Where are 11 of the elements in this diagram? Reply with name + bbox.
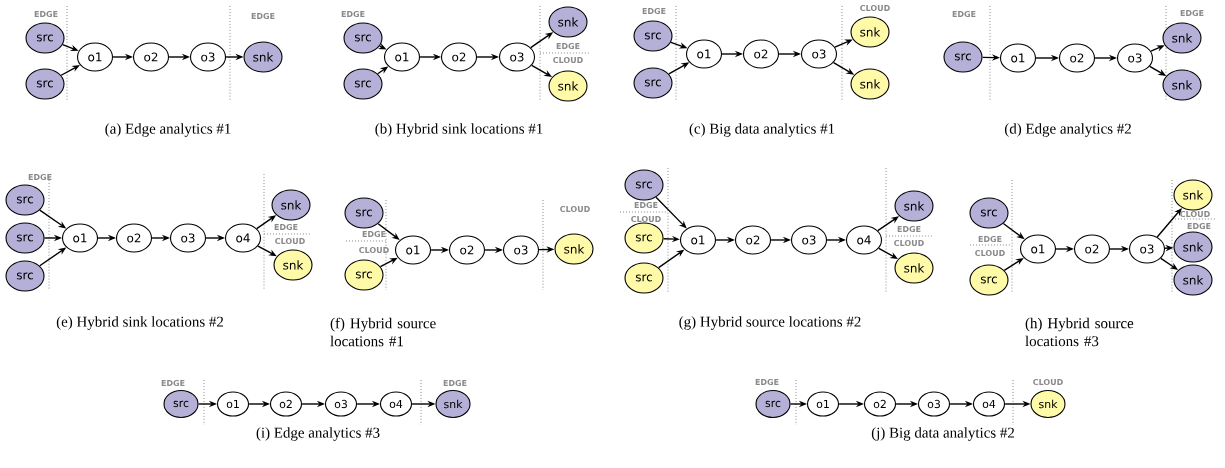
subfigure-caption: (i) Edge analytics #3 <box>256 427 380 441</box>
subfigure-caption: (g) Hybrid source locations #2 <box>679 316 861 330</box>
subfigure-caption: (e) Hybrid sink locations #2 <box>56 316 224 330</box>
arrow <box>60 65 80 76</box>
subfigure-caption: (d) Edge analytics #2 <box>1004 123 1131 137</box>
subfigure-caption: (j) Big data analytics #2 <box>871 427 1014 441</box>
subfigure-caption: (a) Edge analytics #1 <box>105 123 231 137</box>
subfigure-caption: (h) Hybrid source locations #3 <box>1025 317 1134 347</box>
subfigure-caption: (b) Hybrid sink locations #1 <box>375 123 543 137</box>
subfigure-caption: (f) Hybrid source locations #1 <box>330 317 436 347</box>
subfigure-caption: (c) Big data analytics #1 <box>689 123 835 137</box>
